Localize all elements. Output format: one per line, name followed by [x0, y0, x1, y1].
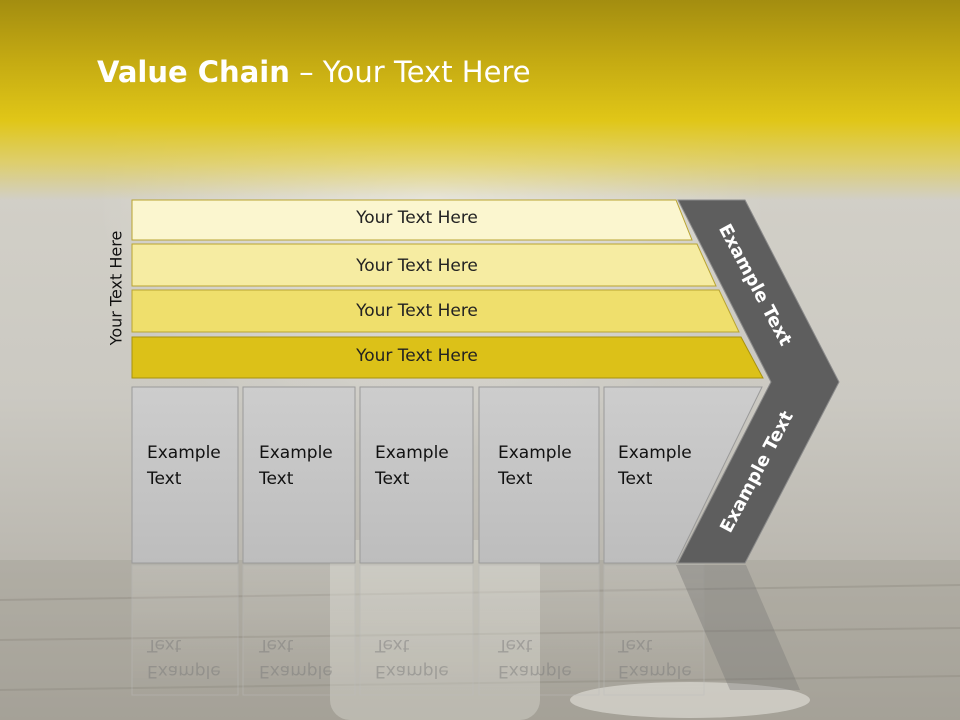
- activity-3-line2: Text: [375, 469, 410, 489]
- title-bold: Value Chain: [97, 55, 290, 89]
- activity-2-reflection: Example Text: [259, 632, 333, 684]
- reflection-line: Text: [375, 635, 410, 655]
- activity-2-line1: Example: [259, 443, 333, 463]
- activity-box-5: [603, 386, 763, 564]
- activity-1-line2: Text: [147, 469, 182, 489]
- support-bar-2: [131, 243, 717, 287]
- activity-2-label: Example Text: [259, 440, 333, 492]
- support-bar-3-label: Your Text Here: [356, 301, 478, 321]
- support-bar-1-label: Your Text Here: [356, 208, 478, 228]
- activity-4-line1: Example: [498, 443, 572, 463]
- reflection-line: Example: [375, 661, 449, 681]
- support-bar-1: [131, 199, 693, 241]
- activity-box-3: [359, 386, 474, 564]
- activity-1-line1: Example: [147, 443, 221, 463]
- activity-4-label: Example Text: [498, 440, 572, 492]
- activity-5-reflection: Example Text: [618, 632, 692, 684]
- reflection-line: Text: [498, 635, 533, 655]
- reflection-line: Text: [147, 635, 182, 655]
- reflection-line: Example: [147, 661, 221, 681]
- header-band: [0, 0, 960, 200]
- reflection-line: Text: [618, 635, 653, 655]
- reflection-line: Text: [259, 635, 294, 655]
- reflection: [131, 564, 800, 696]
- margin-chevron: [677, 199, 840, 564]
- activity-3-line1: Example: [375, 443, 449, 463]
- slide-title: Value Chain – Your Text Here: [97, 55, 531, 89]
- reflection-line: Example: [259, 661, 333, 681]
- support-bar-2-label: Your Text Here: [356, 256, 478, 276]
- activity-box-2: [242, 386, 356, 564]
- activity-box-4: [478, 386, 600, 564]
- activity-4-reflection: Example Text: [498, 632, 572, 684]
- activity-2-line2: Text: [259, 469, 294, 489]
- activity-box-1: [131, 386, 239, 564]
- activity-5-line2: Text: [618, 469, 653, 489]
- activity-5-label: Example Text: [618, 440, 692, 492]
- activity-4-line2: Text: [498, 469, 533, 489]
- activity-3-label: Example Text: [375, 440, 449, 492]
- support-bar-4: [131, 336, 764, 379]
- reflection-line: Example: [618, 661, 692, 681]
- activity-1-reflection: Example Text: [147, 632, 221, 684]
- reflection-line: Example: [498, 661, 572, 681]
- support-bar-4-label: Your Text Here: [356, 346, 478, 366]
- activity-3-reflection: Example Text: [375, 632, 449, 684]
- title-rest: – Your Text Here: [289, 55, 531, 89]
- support-bar-3: [131, 289, 740, 333]
- activity-1-label: Example Text: [147, 440, 221, 492]
- activity-5-line1: Example: [618, 443, 692, 463]
